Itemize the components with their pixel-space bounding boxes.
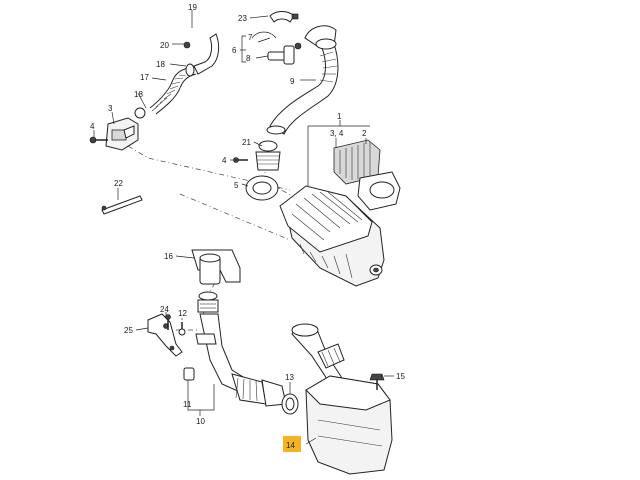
- callout-25: 25: [124, 326, 133, 335]
- callout-24: 24: [160, 305, 169, 314]
- resonator-14: [291, 323, 393, 475]
- breather-hose-assembly: [89, 33, 220, 151]
- callout-17: 17: [140, 73, 149, 82]
- filter-element: [333, 139, 401, 211]
- callout-3-4: 3, 4: [330, 129, 344, 138]
- callout-4-mid: 4: [222, 156, 227, 165]
- callout-12: 12: [178, 309, 187, 318]
- callout-14: 14: [286, 441, 295, 450]
- callout-22: 22: [114, 179, 123, 188]
- callout-11: 11: [183, 400, 192, 409]
- callout-18-upper: 18: [156, 60, 165, 69]
- callout-23: 23: [238, 14, 247, 23]
- intake-tube-assembly: [233, 11, 339, 201]
- callout-6: 6: [232, 46, 237, 55]
- callout-8: 8: [246, 54, 251, 63]
- air-filter-housing: [279, 185, 385, 287]
- callout-9: 9: [290, 77, 295, 86]
- cable-tie-22: [101, 195, 143, 215]
- callout-16: 16: [164, 252, 173, 261]
- callout-19: 19: [188, 3, 197, 12]
- callout-5: 5: [234, 181, 239, 190]
- callout-1: 1: [337, 112, 342, 121]
- callout-2: 2: [362, 129, 367, 138]
- callout-3: 3: [108, 104, 113, 113]
- callout-4-left: 4: [90, 122, 95, 131]
- lower-intake-assembly: [183, 249, 299, 415]
- callout-21: 21: [242, 138, 251, 147]
- callout-7: 7: [248, 33, 253, 42]
- callout-labels: 19 20 18 17 18 3 4 22 23 7 6 8 9 1 3, 4 …: [90, 3, 405, 450]
- callout-15: 15: [396, 372, 405, 381]
- leader-lines: [93, 10, 394, 445]
- bracket-25: [147, 313, 186, 357]
- highlight-box-14: [283, 436, 301, 452]
- callout-10: 10: [196, 417, 205, 426]
- callout-18-lower: 18: [134, 90, 143, 99]
- callout-13: 13: [285, 373, 294, 382]
- callout-20: 20: [160, 41, 169, 50]
